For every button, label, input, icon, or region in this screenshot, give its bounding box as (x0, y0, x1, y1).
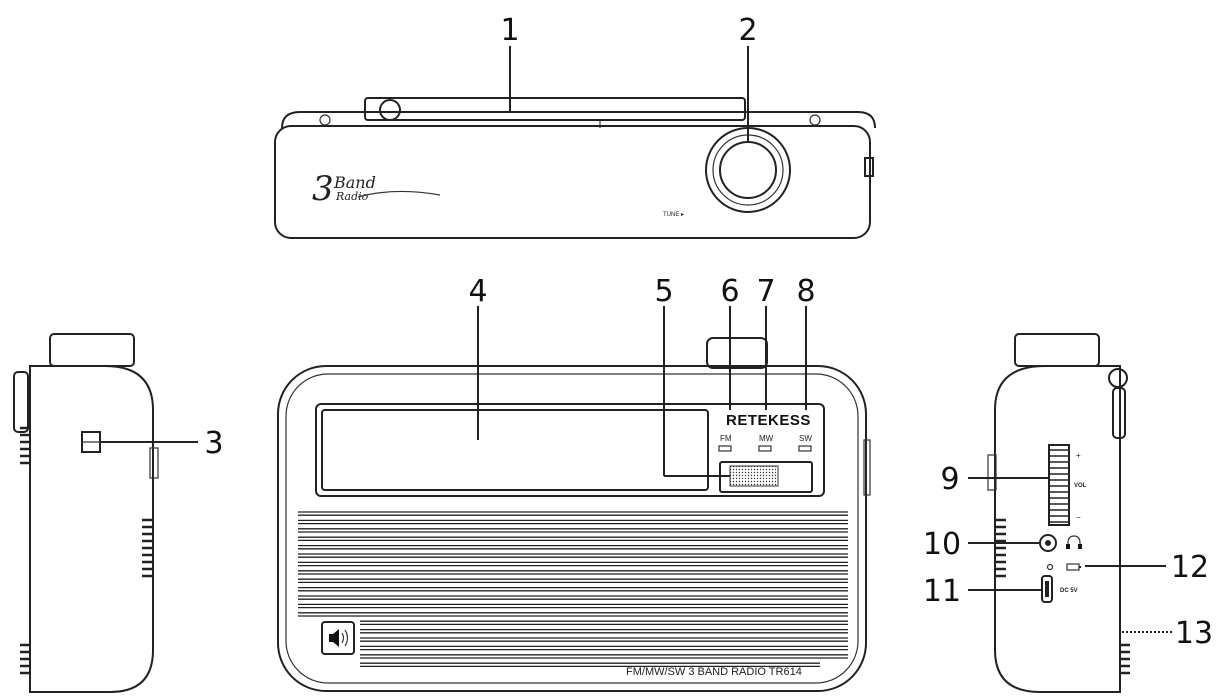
model-label: FM/MW/SW 3 BAND RADIO TR614 (626, 666, 802, 678)
tuning-knob (719, 141, 777, 199)
right-body (994, 365, 1121, 693)
callout-7: 7 (756, 274, 775, 309)
top-body (274, 125, 871, 239)
speaker-grille (298, 511, 848, 668)
callout-11: 11 (923, 574, 961, 609)
left-handle (49, 333, 135, 367)
callout-6: 6 (720, 274, 739, 309)
volume-wheel (1048, 444, 1070, 526)
battery-icon (1066, 563, 1081, 571)
top-view: TUNE ▸ 3 Band Radio (274, 97, 876, 239)
left-body (29, 365, 154, 693)
callout-numbers: 1 2 3 4 5 6 7 8 9 10 12 11 13 (204, 13, 1213, 651)
handle (706, 337, 768, 369)
led-sw (798, 445, 812, 452)
speaker-icon (329, 629, 349, 647)
callout-3: 3 (204, 426, 223, 461)
led-fm (718, 445, 732, 452)
callout-2: 2 (738, 13, 757, 48)
vol-label: VOL (1074, 483, 1087, 489)
band-sw-label: SW (799, 434, 812, 443)
led-mw (758, 445, 772, 452)
front-view: RETEKESS FM MW SW FM/MW/SW 3 BAND RADIO … (277, 337, 871, 692)
top-rim (281, 111, 876, 129)
band-fm-label: FM (720, 434, 732, 443)
band-radio-logo: 3 Band Radio (312, 169, 441, 209)
svg-text:Band: Band (333, 173, 376, 192)
right-side-view: + VOL − DC 5V (987, 333, 1130, 693)
right-antenna-hinge (1108, 368, 1128, 388)
headphone-icon (1066, 535, 1082, 549)
right-handle (1014, 333, 1100, 367)
dc-label: DC 5V (1060, 588, 1078, 594)
right-vents (995, 518, 1130, 675)
vol-plus: + (1076, 451, 1081, 460)
antenna (364, 97, 746, 121)
charge-indicator (1046, 563, 1054, 571)
front-panel (315, 403, 825, 497)
callout-4: 4 (468, 274, 487, 309)
callout-13: 13 (1175, 616, 1213, 651)
left-antenna (13, 371, 29, 433)
front-body (277, 365, 867, 692)
leader-lines (100, 46, 1172, 633)
svg-text:3: 3 (312, 169, 334, 209)
brand-logo: RETEKESS (726, 412, 811, 429)
tune-label: TUNE ▸ (663, 212, 684, 218)
display-window (321, 409, 709, 491)
speaker-button (321, 621, 355, 655)
band-mw-label: MW (759, 434, 774, 443)
left-vents (20, 426, 153, 675)
band-selector-grip (729, 465, 779, 487)
callout-1: 1 (500, 13, 519, 48)
callout-10: 10 (923, 527, 961, 562)
antenna-hinge (379, 99, 401, 121)
callout-12: 12 (1171, 550, 1209, 585)
left-side-view (13, 333, 159, 693)
svg-text:Radio: Radio (335, 190, 369, 203)
callout-5: 5 (654, 274, 673, 309)
callout-9: 9 (940, 462, 959, 497)
vol-minus: − (1076, 513, 1081, 522)
volume-wheel-ribs (1049, 449, 1069, 523)
callout-8: 8 (796, 274, 815, 309)
